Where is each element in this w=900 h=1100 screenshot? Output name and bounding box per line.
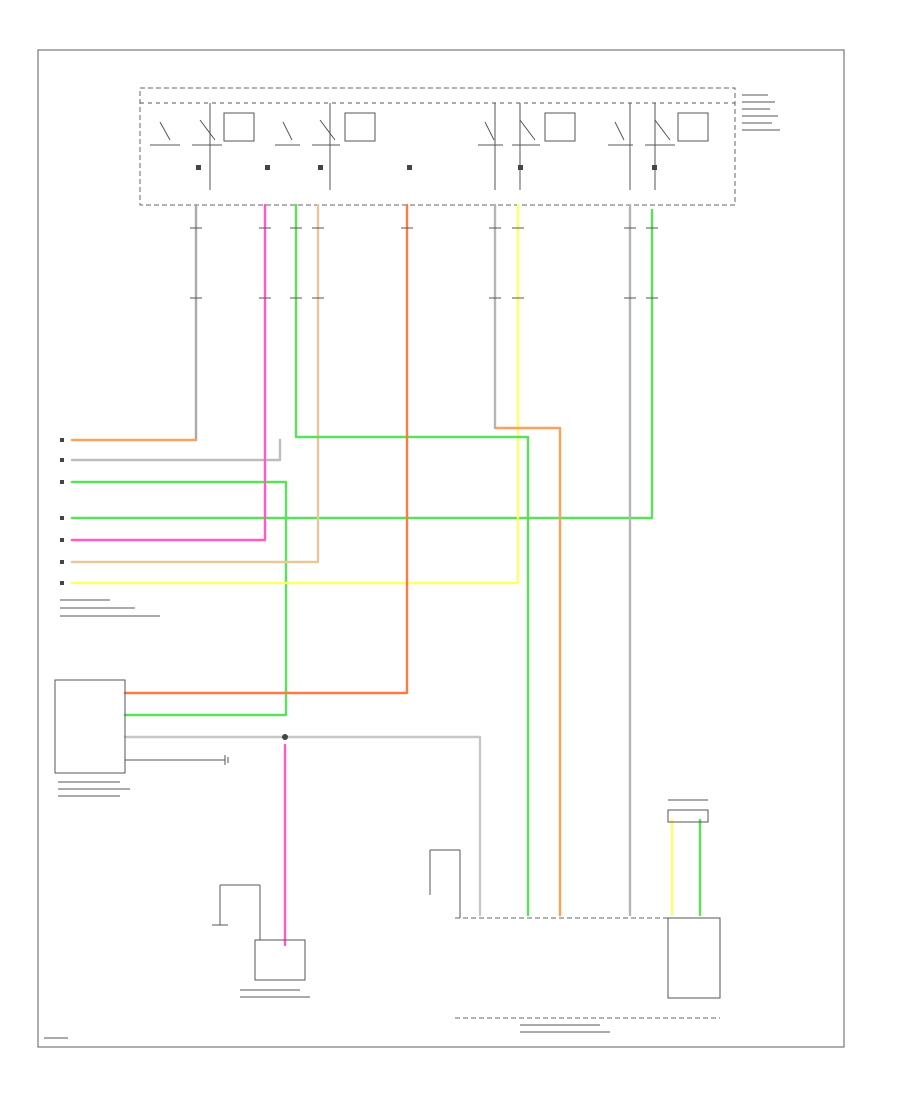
ground-symbol: [125, 755, 229, 765]
splice-point: [282, 734, 288, 740]
switch-contact-1: [150, 112, 255, 146]
assembly-label-block: [742, 94, 780, 131]
headlamp-switch-assembly: [139, 87, 736, 206]
wire-orange-right: [493, 426, 562, 917]
wire-lightgreen-long: [70, 208, 654, 520]
left-connector-pins: [60, 438, 160, 617]
wire-label-ticks: [190, 227, 658, 299]
wire-gray-horizontal: [123, 735, 482, 917]
wire-green-left: [70, 480, 288, 717]
wire-yellow: [70, 203, 520, 585]
lower-right-control-module: [429, 849, 721, 1033]
diagram-frame: [37, 49, 845, 1048]
left-module: [54, 679, 130, 797]
wire-tan: [70, 203, 320, 564]
switch-contact-3: [478, 112, 576, 146]
assembly-pins: [196, 165, 657, 170]
wire-white: [70, 438, 282, 462]
lower-right-connector: [667, 799, 709, 823]
switch-contact-2: [275, 112, 376, 146]
wire-orange-main: [123, 203, 409, 695]
wire-green-mid: [294, 203, 530, 917]
lower-left-component: [212, 884, 310, 998]
wire-pink: [70, 203, 267, 542]
switch-contact-4: [608, 112, 709, 146]
wires: [70, 203, 702, 947]
